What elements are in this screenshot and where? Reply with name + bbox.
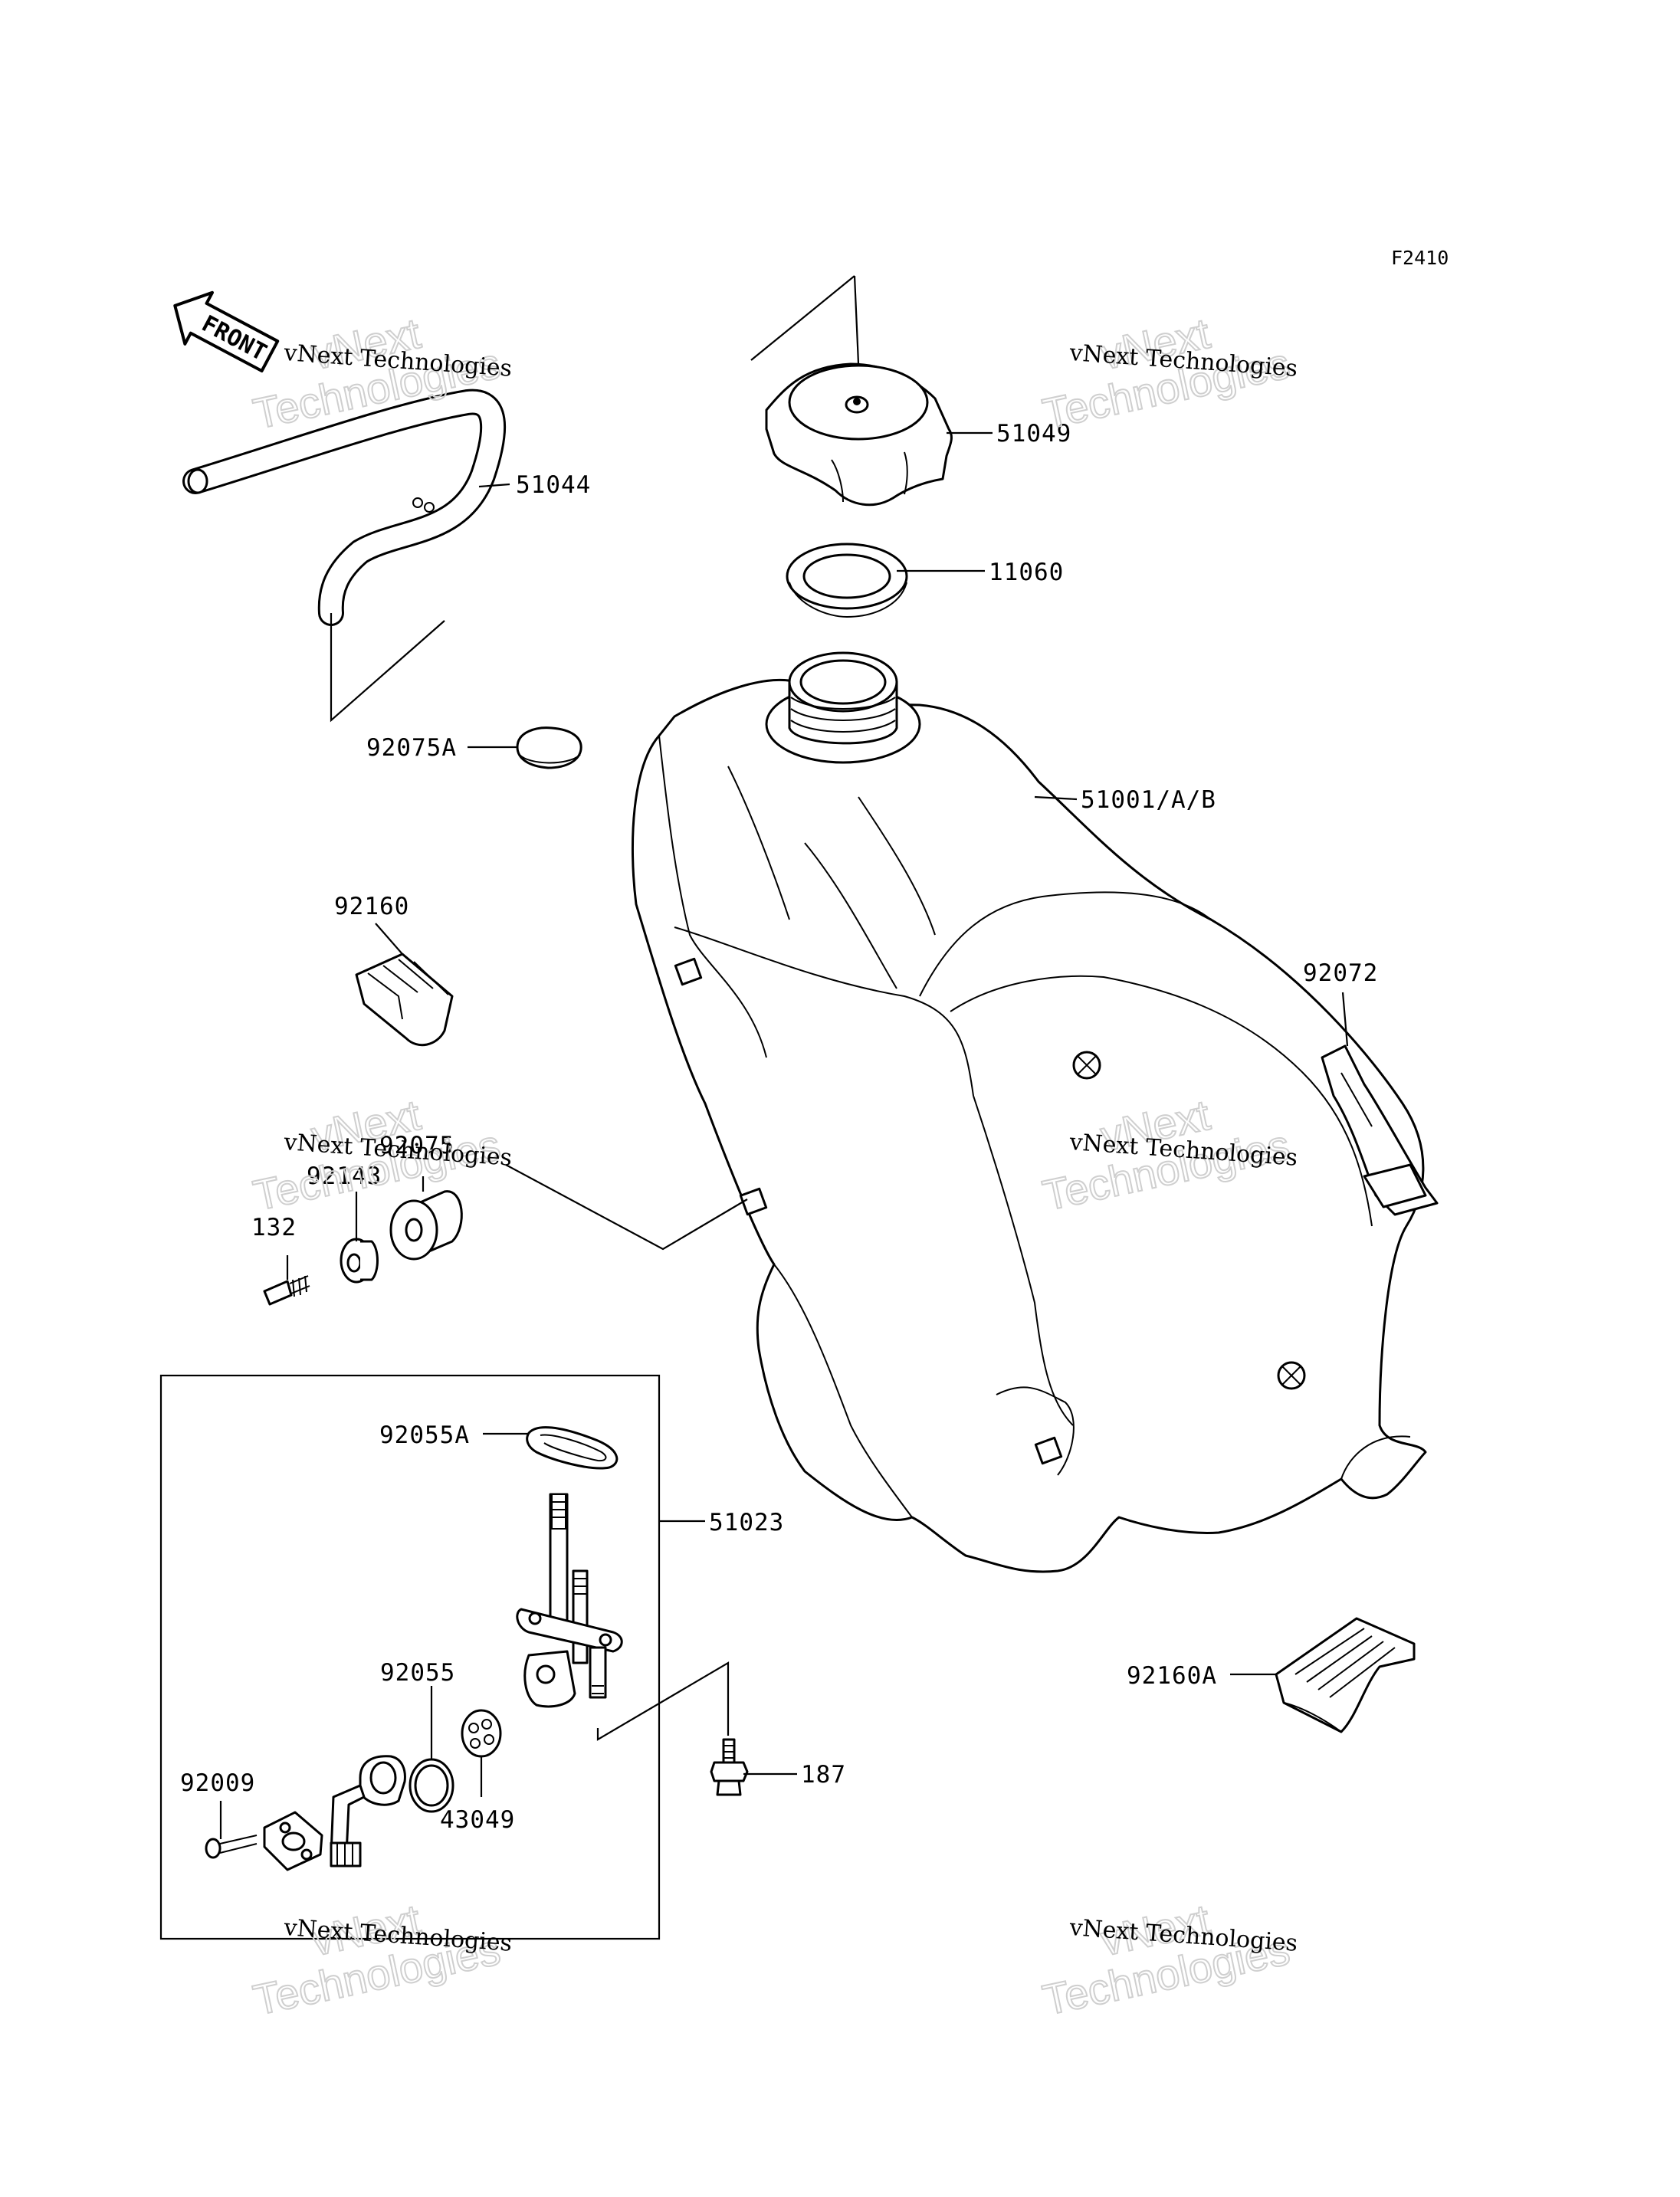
- part-label-51023: 51023: [709, 1509, 784, 1536]
- part-label-92160: 92160: [334, 893, 409, 920]
- o-ring: [409, 1758, 454, 1813]
- breather-hose: [182, 389, 507, 723]
- mount-collar: [340, 1238, 379, 1284]
- tank-strap: [1321, 1044, 1439, 1216]
- part-label-132: 132: [251, 1214, 297, 1241]
- bolt-icon: [263, 1275, 310, 1306]
- bolt-187-icon: [710, 1738, 749, 1796]
- part-label-92075A: 92075A: [366, 734, 457, 762]
- screw-icon: [205, 1835, 258, 1859]
- part-label-92055A: 92055A: [379, 1421, 470, 1449]
- cap-gasket: [786, 543, 908, 618]
- part-label-92075: 92075: [379, 1132, 454, 1159]
- part-label-51044: 51044: [516, 471, 591, 499]
- part-label-92143: 92143: [307, 1162, 382, 1190]
- fuel-cock-gasket: [526, 1426, 619, 1470]
- part-label-92072: 92072: [1303, 959, 1378, 987]
- part-label-187: 187: [801, 1761, 846, 1789]
- front-arrow-icon: FRONT: [173, 290, 280, 373]
- cover-plate: [263, 1811, 323, 1871]
- plug-cap: [516, 726, 582, 769]
- fuel-cock-valve: [516, 1493, 623, 1708]
- fuel-cock-lever: [330, 1755, 406, 1867]
- tank-bolt-icon: [674, 957, 1306, 1465]
- part-label-92009: 92009: [180, 1769, 255, 1797]
- part-label-51001: 51001/A/B: [1081, 786, 1216, 814]
- part-label-51049: 51049: [996, 420, 1071, 448]
- mount-damper: [389, 1190, 463, 1261]
- tank-pad: [355, 953, 454, 1047]
- fuel-cock-assembly-box: [159, 1374, 661, 1940]
- fuel-cap: [750, 275, 953, 507]
- part-label-43049: 43049: [440, 1806, 515, 1834]
- fuel-tank: [631, 651, 1427, 1573]
- part-label-92055: 92055: [380, 1659, 455, 1687]
- filter-screen: [461, 1709, 502, 1758]
- part-label-92160A: 92160A: [1127, 1662, 1217, 1690]
- part-label-11060: 11060: [989, 559, 1064, 586]
- seat-pad: [1275, 1617, 1416, 1733]
- diagram-code: F2410: [1391, 247, 1449, 269]
